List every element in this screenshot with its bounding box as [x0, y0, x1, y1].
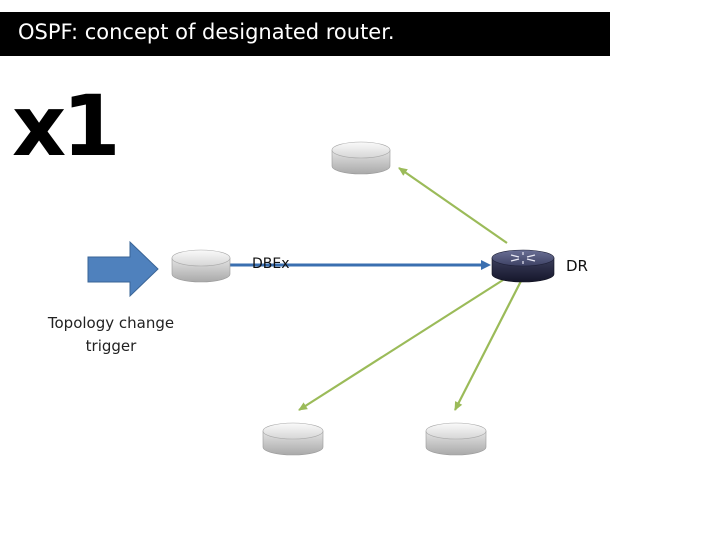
- multiplier-label: x1: [12, 77, 121, 175]
- title-bar: OSPF: concept of designated router.: [0, 12, 610, 56]
- router-arrows-icon: [510, 252, 536, 264]
- designated-router-icon: [491, 249, 555, 283]
- slide-title: OSPF: concept of designated router.: [18, 20, 395, 44]
- flood-arrow-bottom-left: [298, 279, 504, 411]
- dbex-link-arrowhead: [481, 260, 491, 270]
- dbex-label: DBEx: [252, 256, 290, 272]
- trigger-arrow: [87, 240, 159, 298]
- router-icon-left: [171, 249, 231, 283]
- trigger-caption: Topology change trigger: [47, 314, 175, 355]
- router-icon-top: [331, 141, 391, 175]
- dr-label: DR: [566, 257, 588, 275]
- flood-arrow-top: [398, 167, 508, 244]
- router-icon-bottom-right: [425, 422, 487, 456]
- router-icon-bottom-left: [262, 422, 324, 456]
- flood-arrow-bottom-right: [454, 280, 522, 411]
